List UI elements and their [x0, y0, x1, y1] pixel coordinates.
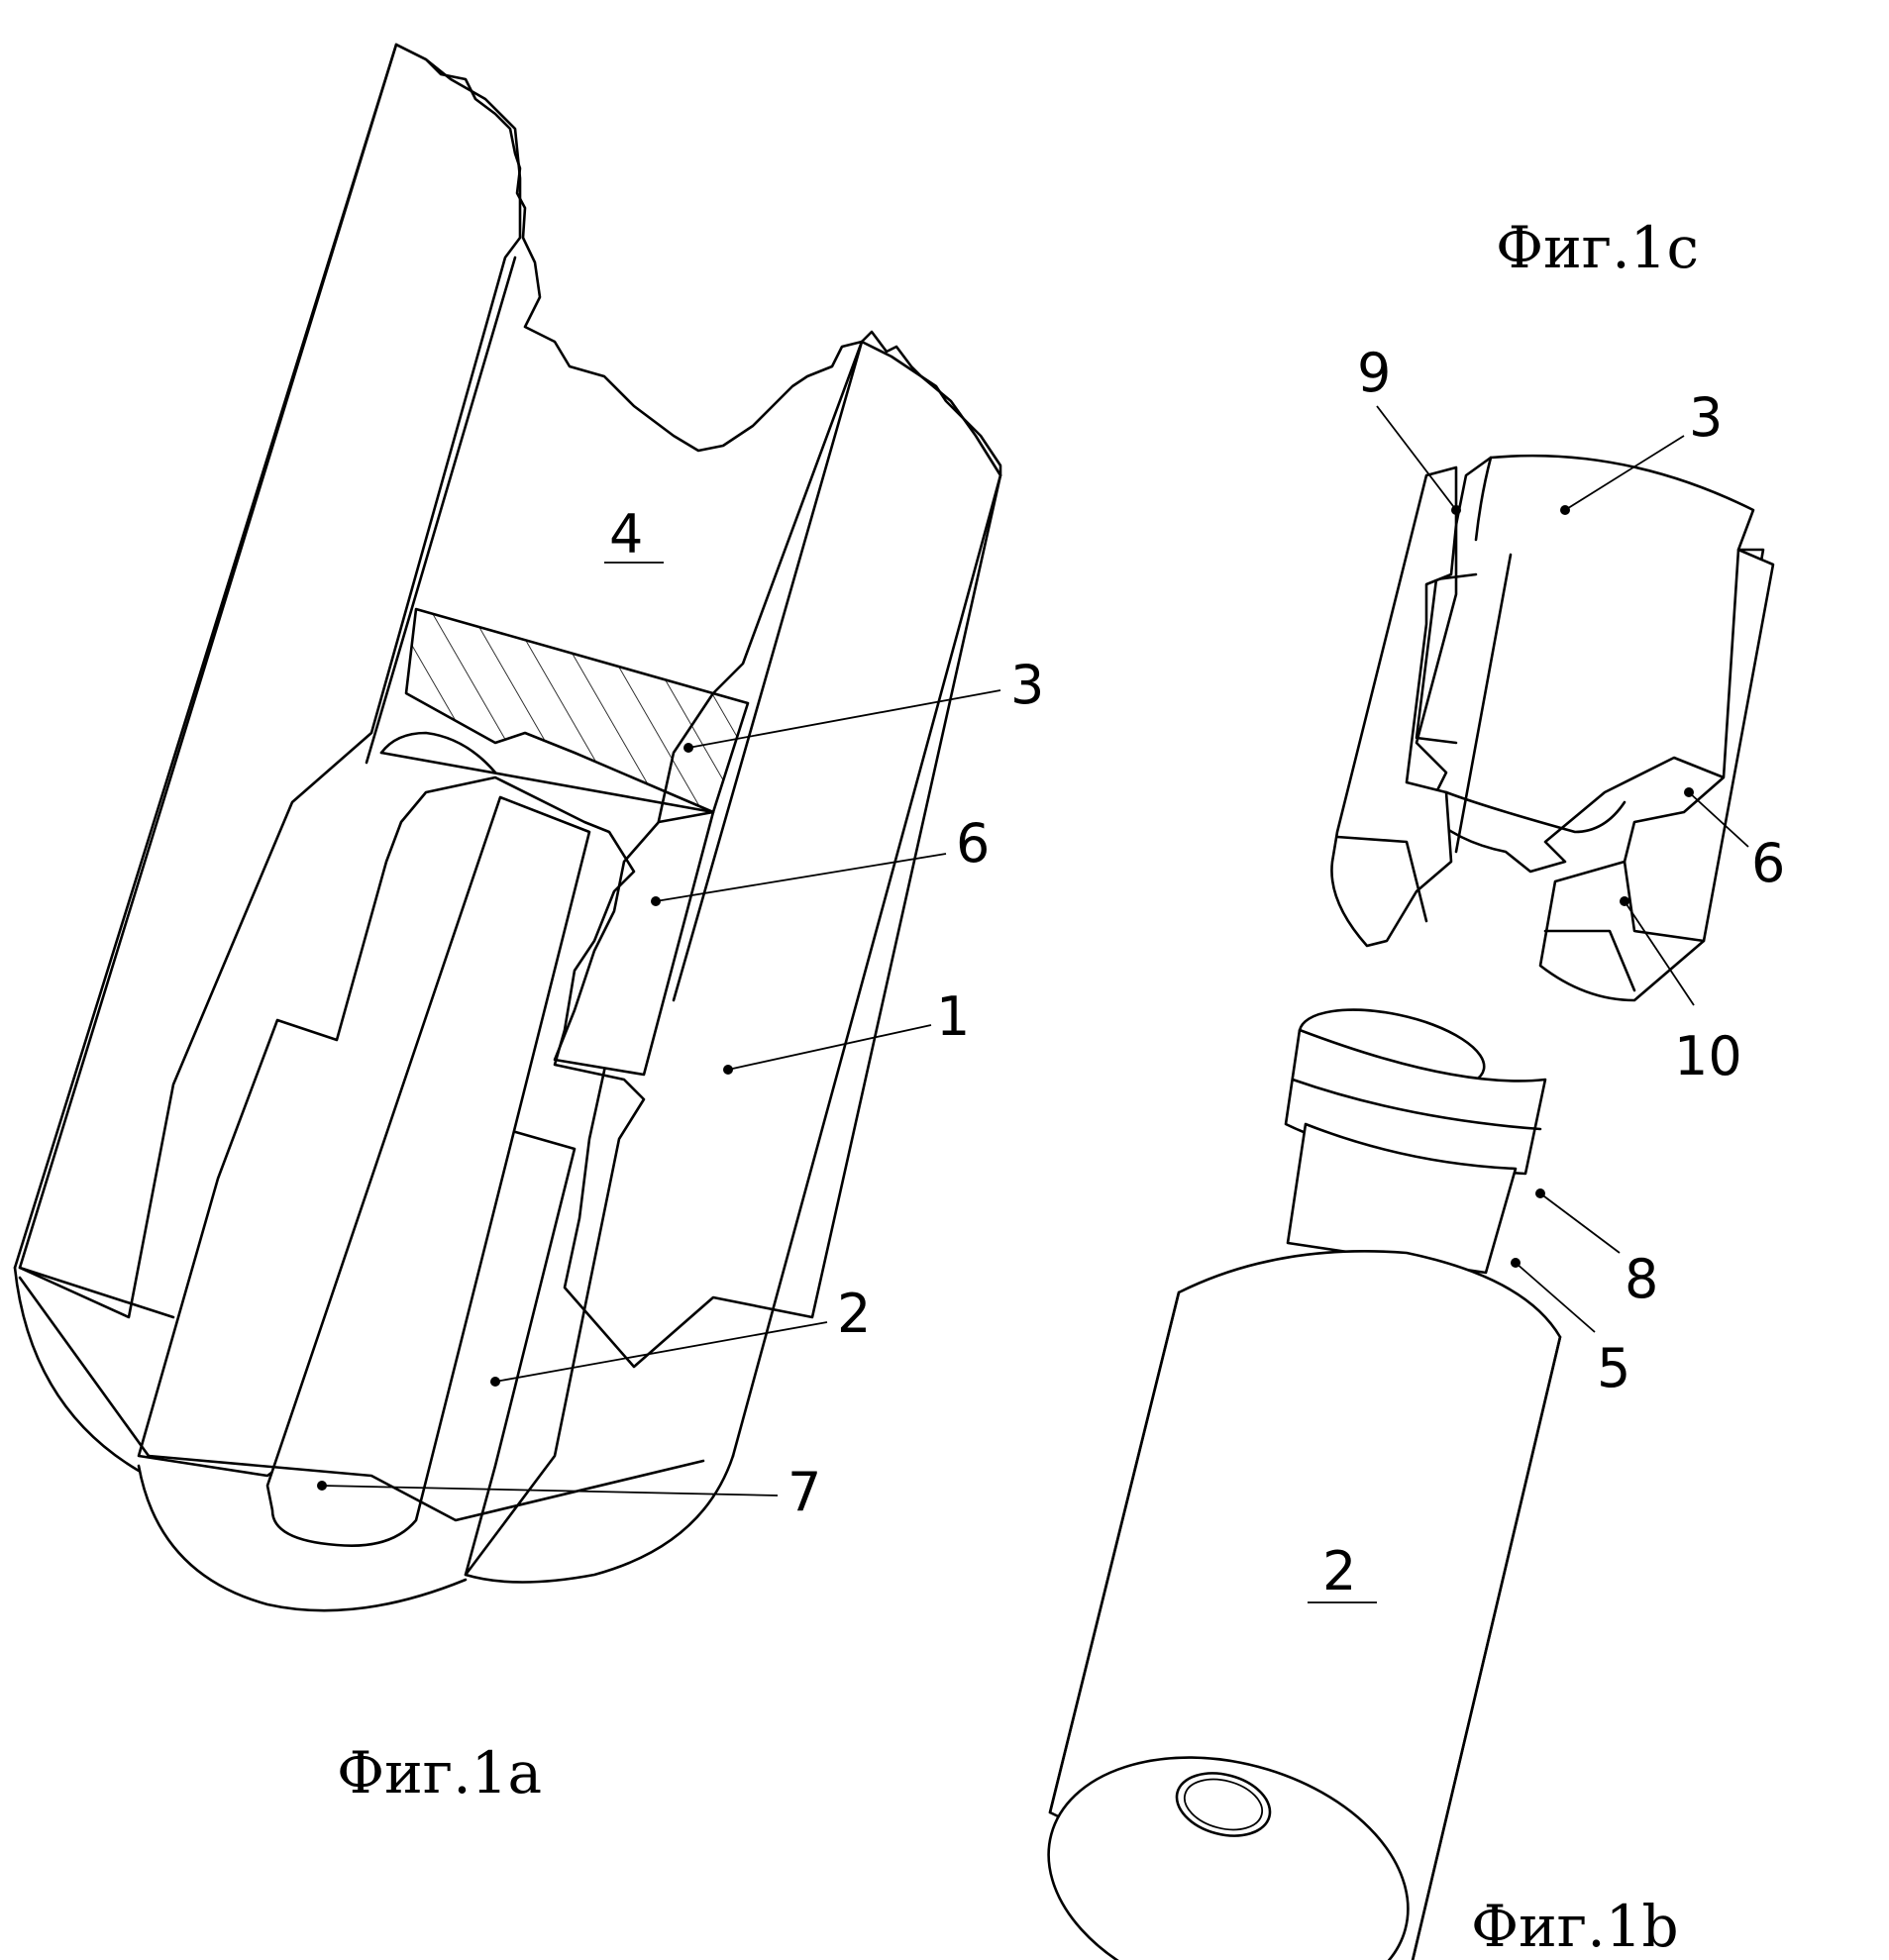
- body-right-bottom-curve: [466, 1456, 733, 1583]
- break-line-top: [396, 45, 1000, 475]
- caption-fig-1a: Фиг.1а: [337, 1739, 542, 1806]
- body-left-outline: [15, 45, 396, 1268]
- label-6a: 6: [956, 812, 990, 875]
- figure-1c: [1331, 456, 1773, 1000]
- leader-1: [728, 1025, 931, 1070]
- label-10: 10: [1674, 1025, 1742, 1087]
- center-hole-7: [267, 797, 589, 1546]
- label-3a: 3: [1010, 654, 1044, 716]
- leader-2a: [495, 1322, 827, 1382]
- caption-fig-1b: Фиг.1b: [1471, 1893, 1679, 1960]
- label-7: 7: [787, 1461, 821, 1523]
- figure-1a: [15, 45, 1000, 1610]
- label-2b: 2: [1322, 1540, 1356, 1602]
- label-9: 9: [1357, 342, 1391, 404]
- leader-8: [1540, 1193, 1620, 1253]
- figure-1b: [1020, 995, 1560, 1960]
- label-2a: 2: [837, 1283, 871, 1345]
- bore-right-wall: [674, 342, 862, 1000]
- label-1: 1: [936, 985, 970, 1048]
- label-4: 4: [609, 503, 643, 566]
- label-3c: 3: [1689, 386, 1723, 449]
- label-5: 5: [1597, 1337, 1630, 1399]
- label-8: 8: [1625, 1248, 1658, 1310]
- insert-3-round: [381, 733, 495, 773]
- label-6c: 6: [1751, 832, 1785, 894]
- caption-fig-1c: Фиг.1с: [1496, 214, 1699, 281]
- leader-9: [1377, 406, 1456, 510]
